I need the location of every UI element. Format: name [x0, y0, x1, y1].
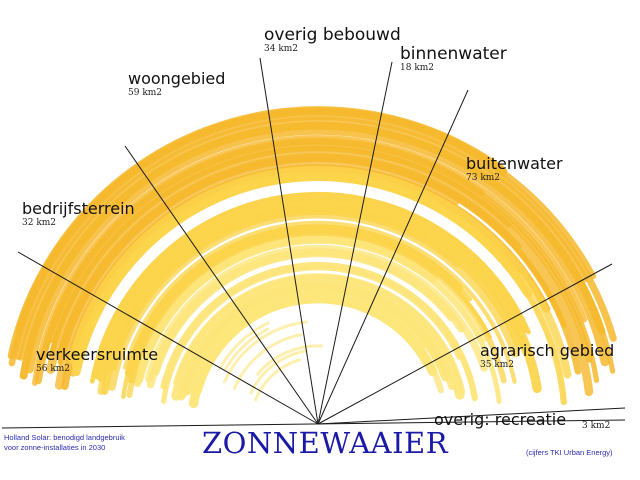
sun-arc [48, 145, 512, 356]
sun-arc [224, 327, 270, 371]
segment-name: verkeersruimte [36, 345, 158, 364]
fan-spoke [317, 407, 626, 425]
sun-arc [32, 135, 588, 386]
segment-name: binnenwater [400, 44, 507, 64]
sun-arc [46, 146, 594, 397]
sun-arc [249, 349, 308, 395]
sun-arc [218, 321, 270, 370]
sun-arc [223, 320, 308, 384]
sun-arc [256, 344, 323, 376]
sun-arc [19, 121, 606, 380]
diagram-title: ZONNEWAAIER [202, 426, 449, 460]
fan-spoke [259, 57, 319, 425]
sun-arc [232, 333, 303, 390]
segment-area: 56 km2 [36, 364, 70, 374]
segment-area: 32 km2 [22, 218, 56, 228]
fan-spoke [17, 251, 319, 425]
source-note: (cijfers TKI Urban Energy) [526, 448, 613, 457]
sun-arc [7, 106, 505, 360]
sun-arc [193, 293, 273, 364]
sun-arc [57, 156, 567, 365]
sun-arcs [7, 106, 617, 409]
fan-baseline [1, 419, 626, 429]
sun-arc [160, 262, 478, 402]
segment-area: 73 km2 [466, 173, 500, 183]
segment-label-overig-bebouwd: overig bebouwd 34 km2 [264, 25, 401, 54]
fan-spoke [317, 61, 393, 425]
sun-arc [55, 158, 460, 390]
caption-line-2: voor zonne-installaties in 2030 [4, 443, 105, 452]
sun-arc [188, 293, 438, 409]
segment-name: bedrijfsterrein [22, 199, 135, 218]
sun-arc [92, 193, 528, 379]
fan-spokes [17, 57, 626, 425]
caption-line-1: Holland Solar: benodigd landgebruik [4, 433, 125, 442]
segment-area: 3 km2 [582, 421, 610, 431]
segment-area: 59 km2 [128, 88, 162, 98]
sun-arc [254, 358, 302, 402]
segment-name: overig: recreatie [434, 410, 566, 429]
segment-name: overig bebouwd [264, 25, 401, 45]
segment-label-agrarisch-gebied: agrarisch gebied 35 km2 [480, 341, 614, 370]
fan-spoke [317, 89, 469, 425]
sun-arc [121, 225, 473, 399]
sun-arc [126, 230, 507, 399]
sun-arc [34, 137, 485, 385]
sun-arc [122, 220, 517, 384]
segment-label-bedrijfsterrein: bedrijfsterrein 32 km2 [22, 199, 135, 228]
sun-arc [104, 200, 484, 363]
sun-arc [76, 174, 567, 406]
sun-arc [146, 248, 466, 389]
fan-spoke [124, 145, 319, 425]
segment-name: agrarisch gebied [480, 341, 614, 360]
sun-arc [109, 208, 461, 371]
segment-name: buitenwater [466, 154, 563, 173]
sun-arc [18, 116, 589, 361]
sun-arc [134, 236, 431, 388]
segment-area: 35 km2 [480, 360, 514, 370]
segment-label-woongebied: woongebied 59 km2 [128, 69, 225, 98]
sun-arc [171, 274, 465, 401]
sun-arc [49, 142, 593, 363]
segment-label-buitenwater: buitenwater 73 km2 [466, 154, 563, 183]
segment-area: 34 km2 [264, 44, 298, 54]
segment-area: 18 km2 [400, 63, 434, 73]
segment-name: woongebied [128, 69, 225, 88]
segment-label-overig-recreatie: overig: recreatie 3 km2 [434, 410, 610, 431]
sun-arc [67, 165, 572, 379]
sun-arc [14, 113, 617, 360]
segment-label-binnenwater: binnenwater 18 km2 [400, 44, 507, 73]
segment-label-verkeersruimte: verkeersruimte 56 km2 [36, 345, 158, 374]
sun-arc [25, 125, 610, 374]
fan-spoke [317, 263, 613, 425]
